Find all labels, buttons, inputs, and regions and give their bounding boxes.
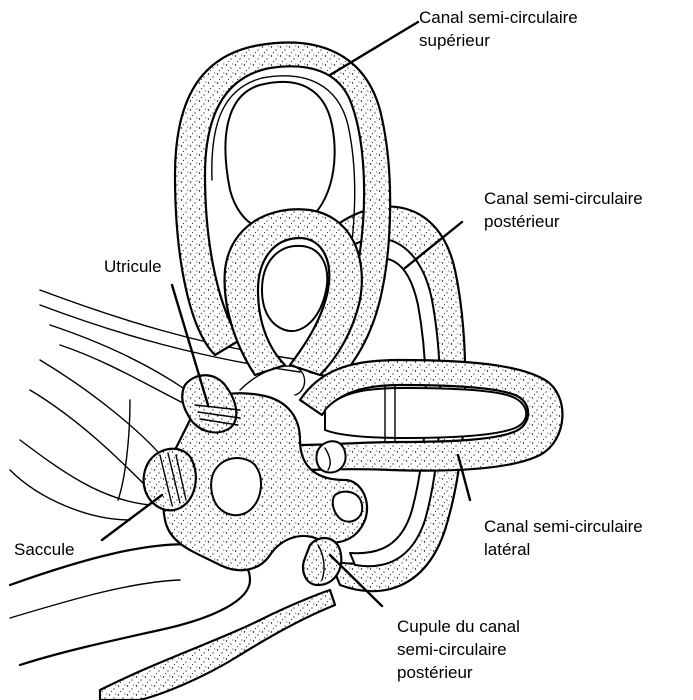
label-superior-line2: supérieur: [419, 29, 578, 52]
leader-superior: [330, 22, 418, 75]
label-cupula: Cupule du canal semi-circulaire postérie…: [397, 615, 520, 684]
label-superior-canal: Canal semi-circulaire supérieur: [419, 6, 578, 52]
label-saccule: Saccule: [14, 538, 74, 561]
label-saccule-line1: Saccule: [14, 538, 74, 561]
label-utricle: Utricule: [104, 255, 162, 278]
label-cupula-line3: postérieur: [397, 661, 520, 684]
label-posterior-line1: Canal semi-circulaire: [484, 187, 643, 210]
label-posterior-line2: postérieur: [484, 210, 643, 233]
label-cupula-line2: semi-circulaire: [397, 638, 520, 661]
label-cupula-line1: Cupule du canal: [397, 615, 520, 638]
cochlear-duct: [10, 544, 335, 700]
saccule-macula: [144, 449, 196, 511]
label-lateral-line2: latéral: [484, 538, 643, 561]
label-posterior-canal: Canal semi-circulaire postérieur: [484, 187, 643, 233]
label-lateral-canal: Canal semi-circulaire latéral: [484, 515, 643, 561]
label-lateral-line1: Canal semi-circulaire: [484, 515, 643, 538]
label-utricle-line1: Utricule: [104, 255, 162, 278]
label-superior-line1: Canal semi-circulaire: [419, 6, 578, 29]
